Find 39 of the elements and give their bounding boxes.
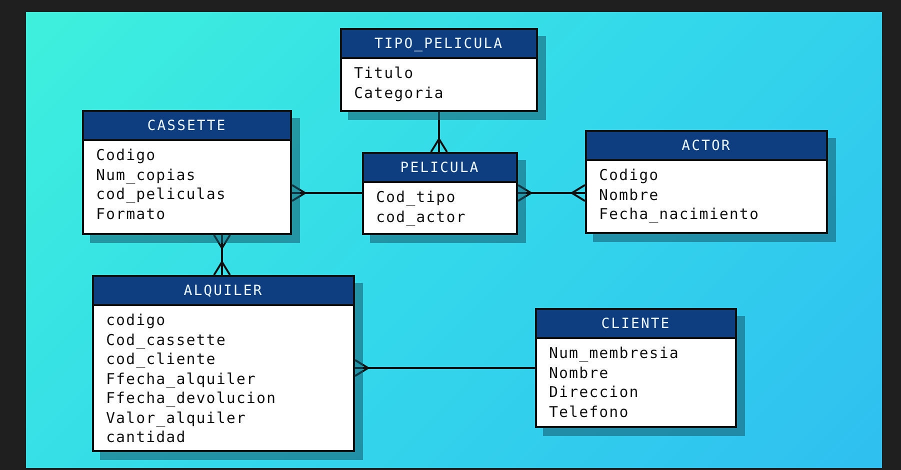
attribute-text: Valor_alquiler [106,408,246,428]
relationship-line [213,234,231,276]
attribute-text: Titulo [354,64,414,84]
entity-header: PELICULA [364,154,516,183]
entity-table [92,275,355,452]
attribute-text: Num_copias [96,166,196,185]
attribute-text: Categoria [354,84,444,103]
attribute-text: Fecha_nacimiento [599,205,760,224]
attribute-text: Cod_cassette [106,330,226,350]
attribute-text: Cod_tipo [376,188,456,208]
relationship-line [430,112,448,153]
attribute-text: Codigo [599,166,660,186]
attribute-text: Nombre [549,364,610,383]
attribute-text: Nombre [599,186,660,205]
attribute-text: Num_membresia [549,344,680,364]
relationship-line [291,184,362,202]
entity-header: CASSETTE [84,112,290,141]
attribute-text: Ffecha_devolucion [106,389,277,408]
entity-table [535,308,737,428]
attribute-text: cantidad [106,428,186,448]
attribute-text: Direccion [549,383,640,402]
attribute-text: Formato [96,204,166,224]
entity-table [82,110,292,235]
attribute-text: Ffecha_alquiler [106,370,256,389]
relationship-line [517,184,586,202]
attribute-text: Telefono [549,402,630,422]
attribute-text: Codigo [96,146,156,166]
attribute-text: cod_actor [376,208,466,227]
entity-header: CLIENTE [537,310,735,339]
entity-table [340,28,538,112]
entity-header: ACTOR [587,132,826,161]
entity-header: ALQUILER [94,277,353,306]
entity-header: TIPO_PELICULA [342,30,536,59]
relationship-line [354,359,535,377]
entity-table [362,152,518,235]
attribute-text: codigo [106,311,166,330]
attribute-text: cod_peliculas [96,185,226,204]
entity-table [585,130,828,234]
attribute-text: cod_cliente [106,350,216,370]
